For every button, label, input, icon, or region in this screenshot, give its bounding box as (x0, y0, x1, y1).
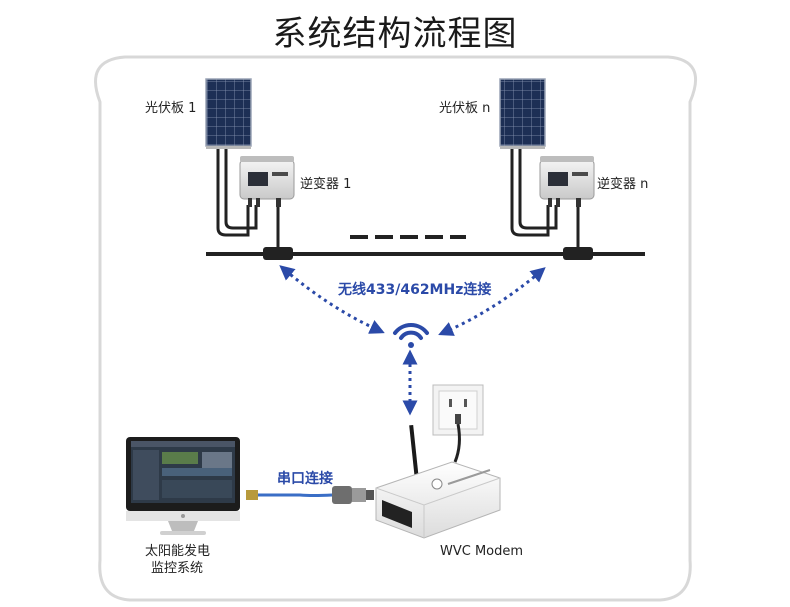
serial-cable (246, 486, 374, 504)
power-cord (453, 423, 461, 463)
wireless-signal-icon (393, 323, 429, 348)
inverter-n-label: 逆变器 n (597, 176, 648, 192)
wvc-modem (375, 424, 501, 539)
ac-bus-line (206, 247, 645, 260)
serial-link-label: 串口连接 (277, 470, 333, 487)
monitor-label-line2: 监控系统 (151, 561, 203, 576)
diagram-frame (94, 55, 698, 602)
solar-panel-1-label: 光伏板 1 (145, 101, 196, 116)
wall-socket (432, 384, 484, 436)
inverter-n (539, 156, 595, 207)
inverter-1-label: 逆变器 1 (300, 176, 351, 192)
solar-panel-1 (205, 78, 252, 149)
page-title: 系统结构流程图 (272, 14, 518, 54)
wvc-modem-label: WVC Modem (440, 544, 523, 559)
wireless-link-label: 无线433/462MHz连接 (337, 281, 491, 298)
solar-panel-n-label: 光伏板 n (439, 101, 490, 116)
monitor-label-line1: 太阳能发电 (145, 543, 210, 559)
ellipsis-dashes (350, 235, 466, 239)
solar-panel-n (499, 78, 546, 149)
inverter-1 (239, 156, 295, 207)
monitor-computer (126, 437, 240, 535)
wireless-arrows (279, 265, 546, 416)
